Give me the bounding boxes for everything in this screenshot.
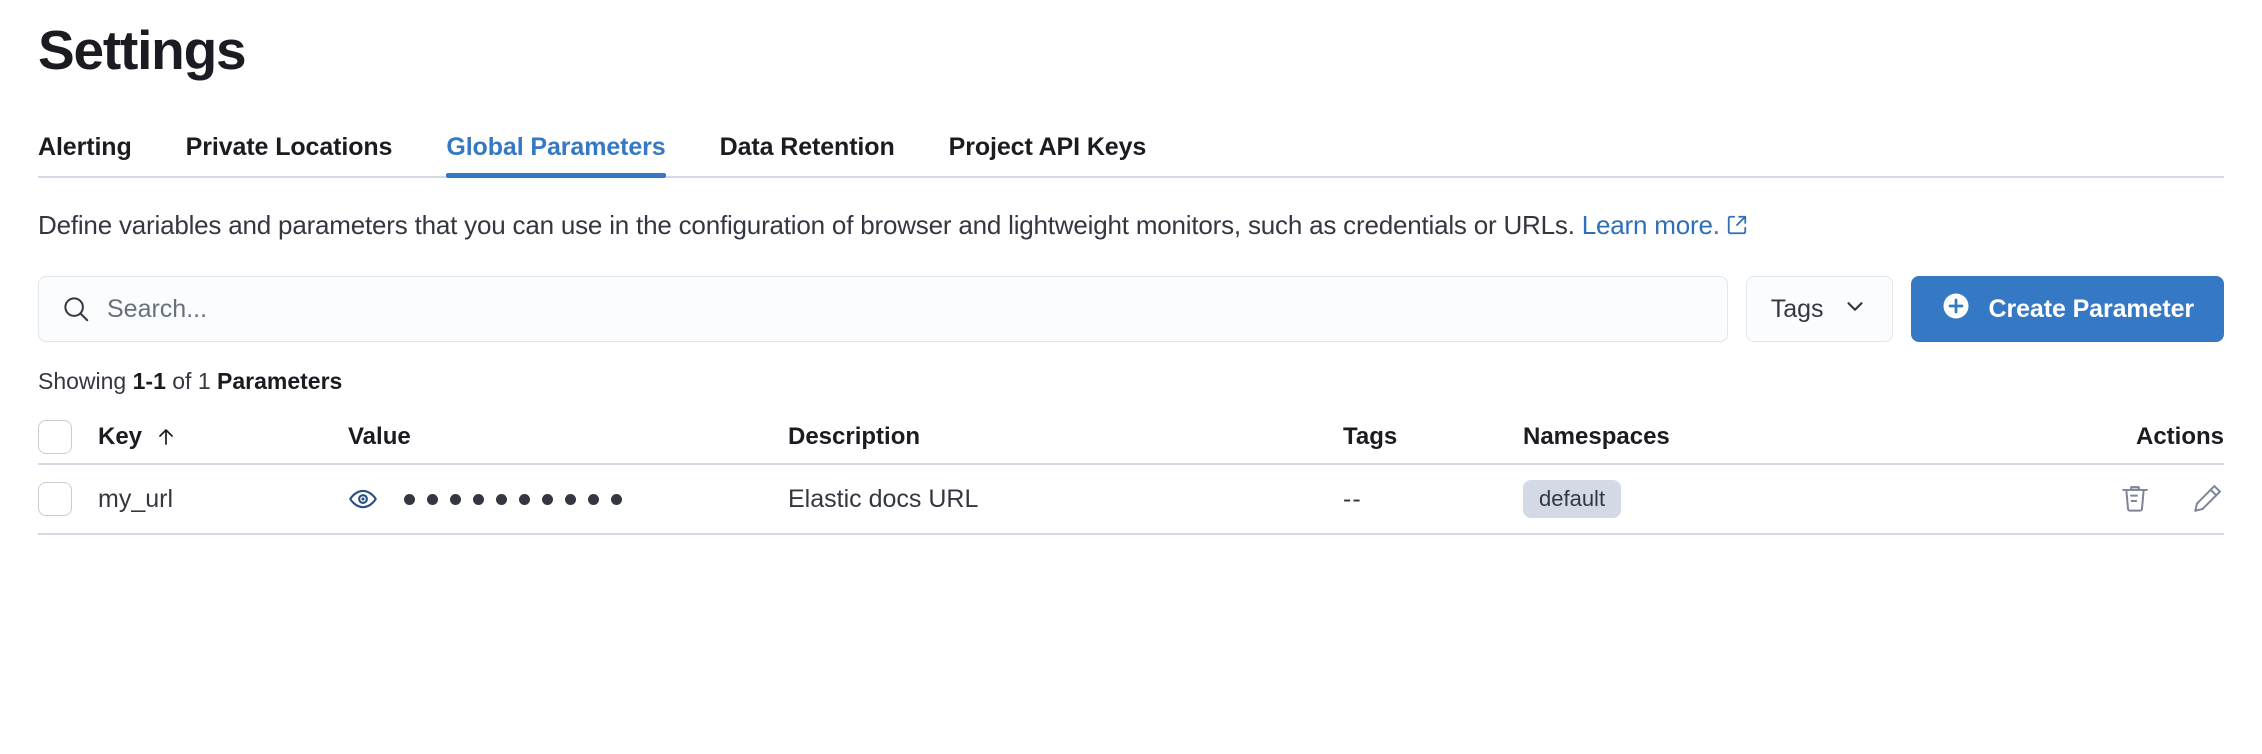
row-key-cell: my_url xyxy=(98,485,348,514)
select-all-cell xyxy=(38,420,98,454)
column-header-key-label: Key xyxy=(98,423,143,450)
external-link-icon xyxy=(1726,208,1748,246)
description-body: Define variables and parameters that you… xyxy=(38,210,1582,240)
table-header-row: Key Value Description Tags Namespaces xyxy=(38,411,2224,465)
create-parameter-button[interactable]: Create Parameter xyxy=(1910,276,2224,342)
row-select-checkbox[interactable] xyxy=(38,482,72,516)
column-header-tags-label: Tags xyxy=(1343,423,1398,450)
row-actions-cell xyxy=(2044,482,2224,516)
plus-circle-icon xyxy=(1941,291,1971,328)
row-key-value: my_url xyxy=(98,484,174,513)
settings-tabs: Alerting Private Locations Global Parame… xyxy=(38,122,2224,178)
row-tags-value: -- xyxy=(1343,484,1362,513)
tab-project-api-keys[interactable]: Project API Keys xyxy=(948,133,1147,161)
search-input[interactable] xyxy=(107,294,1705,324)
column-header-description-label: Description xyxy=(788,423,921,450)
create-parameter-label: Create Parameter xyxy=(1988,294,2195,323)
pencil-icon[interactable] xyxy=(2190,482,2224,516)
summary-range: 1-1 xyxy=(132,368,166,394)
row-select-cell xyxy=(38,482,98,516)
column-header-namespaces-label: Namespaces xyxy=(1523,423,1670,450)
column-header-actions-label: Actions xyxy=(2135,423,2224,450)
learn-more-label: Learn more. xyxy=(1581,210,1720,240)
row-tags-cell: -- xyxy=(1343,485,1523,514)
column-header-key[interactable]: Key xyxy=(98,423,348,451)
summary-prefix: Showing xyxy=(38,368,133,394)
tab-alerting[interactable]: Alerting xyxy=(38,133,132,161)
search-icon xyxy=(61,294,91,324)
column-header-value-label: Value xyxy=(348,423,411,450)
tab-data-retention[interactable]: Data Retention xyxy=(719,133,895,161)
row-description-cell: Elastic docs URL xyxy=(788,485,1343,514)
column-header-actions: Actions xyxy=(2044,423,2224,451)
description-text: Define variables and parameters that you… xyxy=(38,206,2224,246)
column-header-tags: Tags xyxy=(1343,423,1523,451)
row-namespaces-cell: default xyxy=(1523,480,2044,518)
eye-icon[interactable] xyxy=(348,484,378,514)
page-title: Settings xyxy=(38,19,247,81)
trash-icon[interactable] xyxy=(2118,482,2152,516)
column-header-description: Description xyxy=(788,423,1343,451)
row-description-value: Elastic docs URL xyxy=(788,484,979,513)
parameters-table: Key Value Description Tags Namespaces xyxy=(38,411,2224,535)
row-value-cell xyxy=(348,484,788,514)
tab-global-parameters[interactable]: Global Parameters xyxy=(446,133,666,178)
column-header-value: Value xyxy=(348,423,788,451)
select-all-checkbox[interactable] xyxy=(38,420,72,454)
tags-filter-button[interactable]: Tags xyxy=(1745,276,1893,342)
table-row: my_url Elastic docs URL -- defau xyxy=(38,465,2224,535)
tab-private-locations[interactable]: Private Locations xyxy=(185,133,393,161)
status-badge: default xyxy=(1523,480,1622,518)
summary-middle: of 1 xyxy=(165,368,218,394)
toolbar: Tags Create Parameter xyxy=(38,276,2224,342)
masked-value-dots xyxy=(404,493,622,505)
column-header-namespaces: Namespaces xyxy=(1523,423,2044,451)
summary-noun: Parameters xyxy=(217,368,343,394)
learn-more-link[interactable]: Learn more. xyxy=(1582,210,1720,240)
chevron-down-icon xyxy=(1842,293,1868,326)
arrow-up-icon xyxy=(154,425,178,449)
search-box[interactable] xyxy=(38,276,1728,342)
results-summary: Showing 1-1 of 1 Parameters xyxy=(38,368,2224,395)
tags-filter-label: Tags xyxy=(1770,294,1824,323)
